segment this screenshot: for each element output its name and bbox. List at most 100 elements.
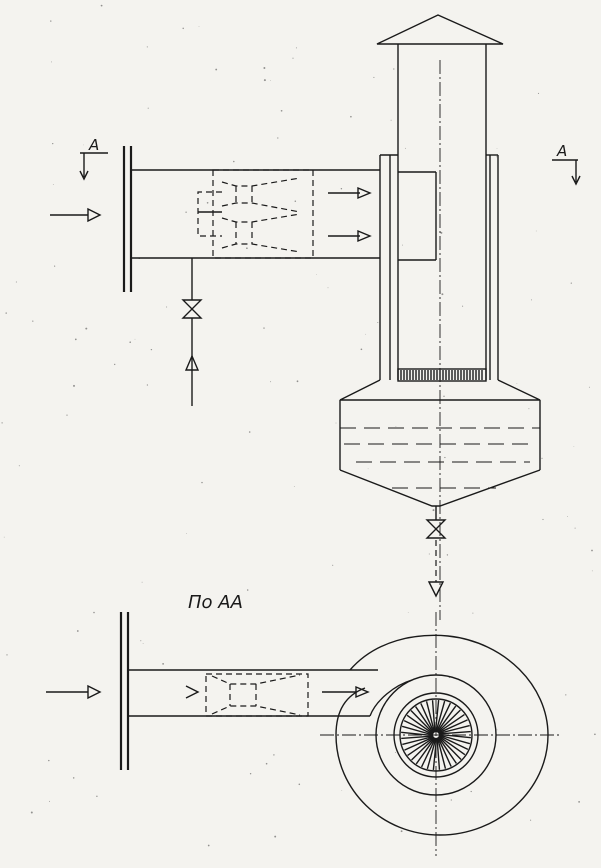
scan-speck (472, 612, 474, 614)
scan-speck (147, 107, 149, 109)
impeller-blade (425, 701, 436, 733)
scan-speck (15, 281, 17, 283)
scan-speck (233, 160, 235, 163)
scan-speck (341, 790, 343, 791)
scan-speck (150, 348, 153, 351)
scan-speck (140, 640, 142, 642)
scan-speck (263, 67, 266, 69)
scan-speck (390, 119, 392, 121)
scan-speck (367, 468, 369, 470)
impeller-blade (431, 700, 436, 733)
impeller-blade (437, 714, 465, 734)
scan-speck (395, 752, 397, 754)
scan-speck (340, 187, 343, 190)
scan-speck (76, 630, 79, 632)
scan-speck (48, 759, 50, 762)
arrow-right-icon (328, 229, 372, 243)
arrow-right-icon (322, 685, 370, 699)
arrow-right-icon (50, 207, 102, 223)
scan-speck (93, 611, 95, 614)
impeller-blade (435, 700, 446, 733)
scan-speck (594, 733, 596, 736)
arrow-up-icon (184, 354, 200, 371)
scan-speck (443, 395, 445, 397)
scan-speck (280, 109, 283, 112)
drain-pipe (425, 506, 447, 582)
scan-speck (162, 663, 165, 665)
scan-speck (441, 293, 444, 296)
center-lines (320, 612, 560, 856)
scan-speck (274, 835, 277, 838)
impeller-blade (436, 705, 457, 733)
scan-speck (444, 456, 446, 459)
scan-speck (332, 564, 334, 566)
scan-speck (446, 554, 449, 556)
scan-speck (30, 811, 33, 814)
impeller-blade (415, 706, 435, 734)
venturi-nozzles-top (197, 169, 314, 259)
scan-speck (114, 363, 116, 366)
scan-speck (401, 244, 403, 246)
scrubber-column (379, 44, 499, 620)
arrow-right-icon (185, 685, 200, 699)
arrow-down-icon (427, 581, 445, 598)
scan-speck (462, 305, 464, 307)
scan-speck (74, 338, 77, 341)
scan-speck (316, 274, 317, 275)
settling-tank (339, 379, 541, 507)
scan-speck (588, 386, 590, 388)
scan-speck (294, 200, 297, 202)
section-view-title: По АА (188, 592, 243, 613)
scan-speck (542, 518, 544, 521)
section-label-left: A (88, 136, 99, 154)
scan-speck (5, 312, 7, 314)
scan-speck (530, 819, 532, 821)
impeller-blade (436, 737, 447, 769)
scan-speck (129, 341, 131, 343)
scan-speck (296, 380, 299, 383)
scan-speck (100, 4, 103, 7)
impeller-blade (420, 737, 437, 768)
scan-speck (591, 549, 593, 552)
impeller-blade (438, 736, 462, 760)
scan-speck (49, 800, 50, 802)
scan-speck (496, 729, 498, 731)
scan-speck (537, 92, 540, 94)
scan-speck (528, 408, 530, 410)
impeller-blade (438, 719, 468, 734)
section-mark-right: A (552, 142, 581, 186)
scan-speck (263, 327, 265, 329)
scan-speck (393, 68, 395, 70)
scan-speck (85, 327, 88, 330)
arrow-right-icon (328, 186, 372, 200)
impeller-blade (432, 737, 438, 770)
scan-speck (377, 321, 379, 324)
wall-section (119, 612, 130, 770)
impeller-blade (410, 710, 434, 734)
impeller-blade (437, 736, 457, 764)
scan-speck (50, 61, 52, 63)
impeller-blade (420, 703, 435, 733)
valve-icon (425, 519, 447, 539)
impeller-blade (437, 709, 461, 733)
scan-speck (198, 26, 200, 28)
impeller-blade (415, 737, 436, 765)
scan-speck (3, 536, 5, 538)
scan-speck (270, 381, 272, 383)
impeller-blade (407, 736, 435, 756)
section-mark-left: A (79, 136, 108, 181)
scan-speck (263, 79, 266, 82)
scan-speck (292, 57, 294, 59)
scan-speck (277, 137, 279, 139)
scan-speck (496, 148, 498, 149)
scan-speck (186, 533, 187, 534)
impeller-icon (393, 692, 479, 778)
distribution-grate (397, 368, 487, 382)
scan-speck (265, 762, 268, 765)
scan-speck (327, 287, 329, 289)
scan-speck (565, 694, 567, 696)
valve-icon (181, 299, 203, 319)
scan-speck (298, 783, 301, 786)
scan-speck (6, 654, 8, 656)
scan-speck (182, 27, 184, 30)
